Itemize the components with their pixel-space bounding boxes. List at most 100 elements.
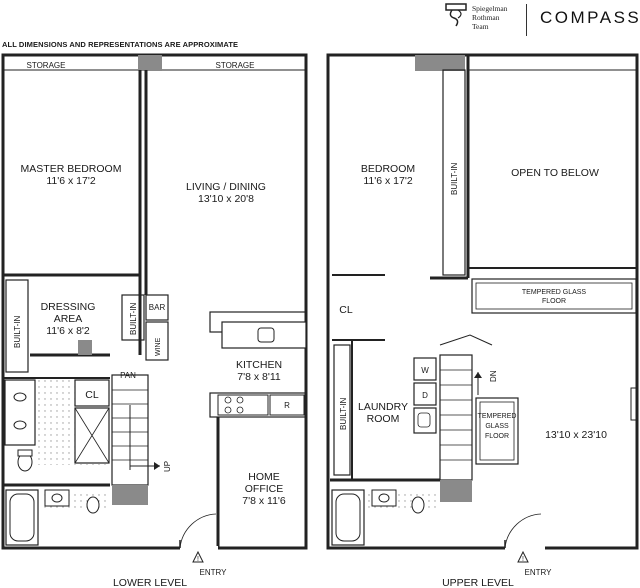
upper-entry-door-swing <box>504 513 542 549</box>
upper-stairs <box>439 354 473 481</box>
lower-closet-label: CL <box>85 389 99 401</box>
upper-tub <box>331 489 365 546</box>
living-dining-dims: 13'10 x 20'8 <box>198 193 254 205</box>
home-office-label-1: HOME <box>248 471 280 483</box>
lower-storage-left-label: STORAGE <box>27 61 66 70</box>
lower-built-in-left <box>5 279 29 373</box>
lower-built-in-right <box>121 294 145 341</box>
lower-storage-right-label: STORAGE <box>216 61 255 70</box>
team-line-3: Team <box>472 22 489 31</box>
lower-sink-2 <box>13 420 27 430</box>
upper-loft-dims: 13'10 x 23'10 <box>545 429 607 441</box>
lower-cooktop-icon <box>217 394 269 416</box>
team-name: Spiegelman Rothman Team <box>472 4 507 31</box>
upper-bath-basin <box>378 493 390 503</box>
header-divider <box>526 4 527 36</box>
upper-stair-dn-label: DN <box>489 370 498 382</box>
master-bedroom-dims: 11'6 x 17'2 <box>46 175 96 187</box>
lower-refrigerator <box>269 394 305 416</box>
lower-dressing-column <box>78 340 92 355</box>
upper-entry-label: ENTRY <box>525 568 553 577</box>
lower-built-in-right-label: BUILT-IN <box>129 302 138 335</box>
upper-level-labels: BEDROOM 11'6 x 17'2 BUILT-IN OPEN TO BEL… <box>339 162 607 588</box>
laundry-label-2: ROOM <box>367 413 400 425</box>
lower-kitchen-sink-icon <box>257 327 275 343</box>
disclaimer: ALL DIMENSIONS AND REPRESENTATIONS ARE A… <box>2 40 239 49</box>
bar-label: BAR <box>149 303 166 312</box>
upper-stair-arrow-icon <box>474 372 482 378</box>
washer <box>413 357 437 381</box>
kitchen-label: KITCHEN <box>236 359 282 371</box>
dryer <box>413 382 437 406</box>
team-line-1: Spiegelman <box>472 4 508 13</box>
upper-bedroom-dims: 11'6 x 17'2 <box>363 175 413 187</box>
master-bedroom-label: MASTER BEDROOM <box>21 163 122 175</box>
upper-tub-inner <box>335 493 361 542</box>
upper-bedroom-label: BEDROOM <box>361 163 415 175</box>
home-office-label-2: OFFICE <box>245 483 284 495</box>
dressing-area-label-1: DRESSING <box>41 301 96 313</box>
open-to-below-label: OPEN TO BELOW <box>511 167 599 179</box>
upper-level-plan: ! <box>326 53 639 563</box>
lower-level-labels: STORAGE STORAGE MASTER BEDROOM 11'6 x 17… <box>13 61 290 588</box>
lower-entry-label: ENTRY <box>200 568 228 577</box>
dressing-area-dims: 11'6 x 8'2 <box>46 325 90 337</box>
lower-entry-door-swing <box>179 513 217 549</box>
lower-kitchen-counter-bottom <box>209 392 307 418</box>
upper-built-in-bottom-label: BUILT-IN <box>339 397 348 430</box>
washer-label: W <box>421 366 429 375</box>
pantry-label: PAN <box>120 371 136 380</box>
glass-floor-side-label-1: TEMPERED <box>478 413 517 420</box>
brokerage-logo: COMPASS <box>540 8 640 27</box>
laundry-label-1: LAUNDRY <box>358 401 408 413</box>
lower-level-title: LOWER LEVEL <box>113 577 187 588</box>
lower-stair-column <box>112 485 148 505</box>
upper-glass-floor-top <box>471 278 637 314</box>
lower-column <box>138 55 162 71</box>
upper-right-window <box>630 387 638 421</box>
team-logo-icon <box>444 2 468 33</box>
glass-floor-side-label-3: FLOOR <box>485 433 509 440</box>
lower-vanity <box>4 379 36 446</box>
upper-built-in-top <box>442 69 466 276</box>
wine-label: WINE <box>155 337 162 356</box>
lower-sink-1 <box>13 392 27 402</box>
lower-bath2-sink <box>44 489 70 507</box>
upper-entry-icon <box>517 550 529 563</box>
lower-wine-rack <box>145 321 169 361</box>
lower-shower-diag-2 <box>74 407 110 464</box>
team-line-2: Rothman <box>472 13 500 22</box>
upper-glass-floor-top-inner <box>475 282 633 310</box>
lower-bar <box>145 294 169 321</box>
glass-floor-side-label-2: GLASS <box>485 423 509 430</box>
dryer-label: D <box>422 391 428 400</box>
svg-text:!: ! <box>522 556 524 563</box>
upper-built-in-bottom <box>333 344 351 476</box>
lower-entry-icon <box>192 550 204 563</box>
upper-glass-floor-side <box>475 397 519 465</box>
upper-closet-label: CL <box>339 304 353 316</box>
svg-text:!: ! <box>197 556 199 563</box>
upper-outer-wall <box>326 53 639 550</box>
lower-tub <box>5 489 39 546</box>
refrigerator-label: R <box>284 401 290 410</box>
glass-floor-top-label-2: FLOOR <box>542 298 566 305</box>
upper-level-title: UPPER LEVEL <box>442 577 514 588</box>
lower-bath2-basin <box>51 493 63 503</box>
stair-up-label: UP <box>163 461 172 472</box>
lower-tub-inner <box>9 493 35 542</box>
lower-level-plan: ! <box>1 53 308 563</box>
upper-laundry-sink <box>413 407 437 434</box>
home-office-dims: 7'8 x 11'6 <box>242 495 286 507</box>
glass-floor-top-label-1: TEMPERED GLASS <box>522 289 587 296</box>
upper-stair-column <box>440 480 472 502</box>
upper-column <box>415 55 465 71</box>
lower-stair-arrow-icon <box>154 462 160 470</box>
lower-closet-box <box>74 379 110 407</box>
lower-bath2-toilet <box>86 496 100 514</box>
lower-kitchen-island <box>221 321 307 349</box>
upper-built-in-top-label: BUILT-IN <box>450 162 459 195</box>
kitchen-dims: 7'8 x 8'11 <box>237 371 281 383</box>
dressing-area-label-2: AREA <box>54 313 83 325</box>
